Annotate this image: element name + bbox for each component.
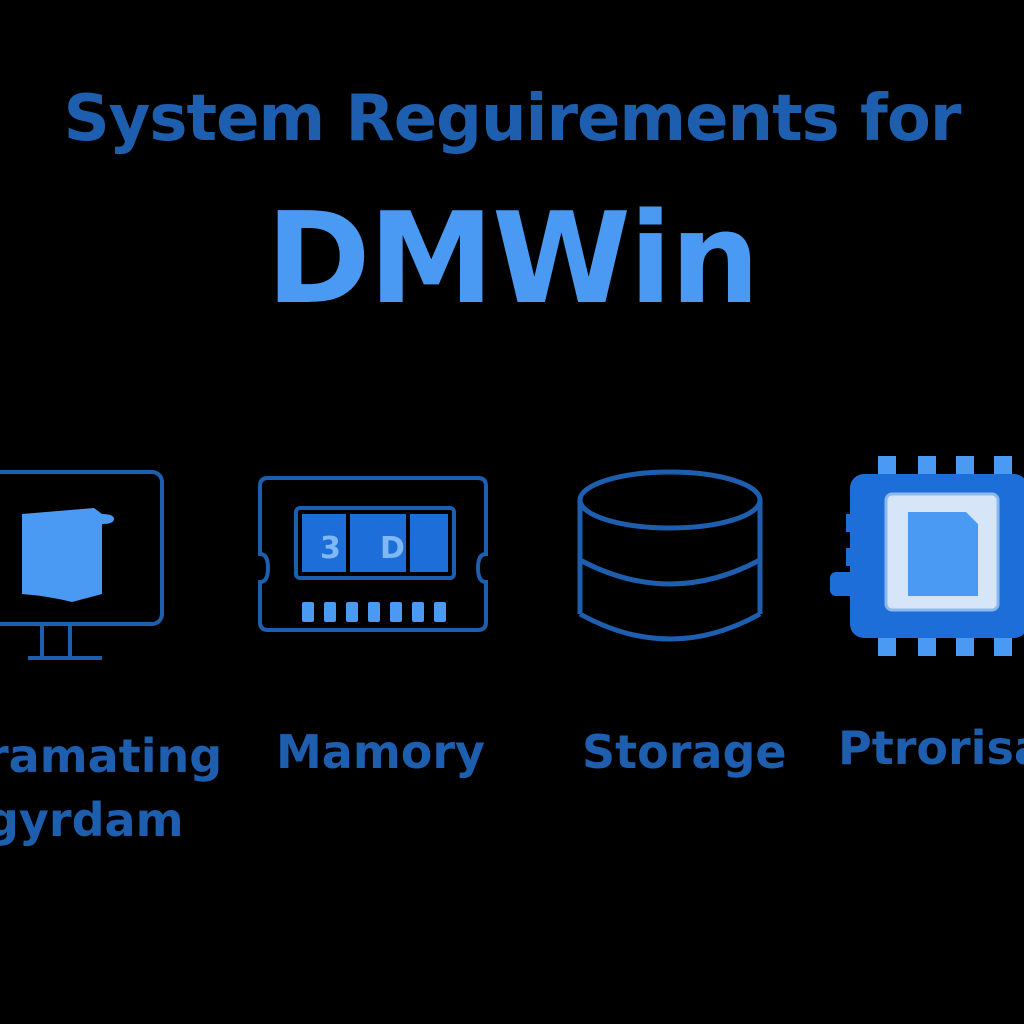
storage-icon xyxy=(577,469,763,642)
svg-text:D: D xyxy=(380,531,405,566)
memory-icon: 3 D xyxy=(258,476,488,632)
requirement-label-os: ramating gyrdam xyxy=(0,724,223,853)
svg-text:3: 3 xyxy=(320,531,341,566)
requirement-label-storage: Storage xyxy=(582,725,787,779)
title-line-1: System Reguirements for xyxy=(63,82,962,156)
requirement-label-memory: Mamory xyxy=(276,725,486,779)
requirement-label-os-line-2: gyrdam xyxy=(0,793,184,848)
processor-icon xyxy=(830,456,1024,656)
requirement-label-processor: Ptrorisat xyxy=(838,721,1024,775)
monitor-icon xyxy=(0,470,164,660)
title-product-name: DMWin xyxy=(266,185,760,332)
requirement-label-os-line-1: ramating xyxy=(0,729,223,783)
